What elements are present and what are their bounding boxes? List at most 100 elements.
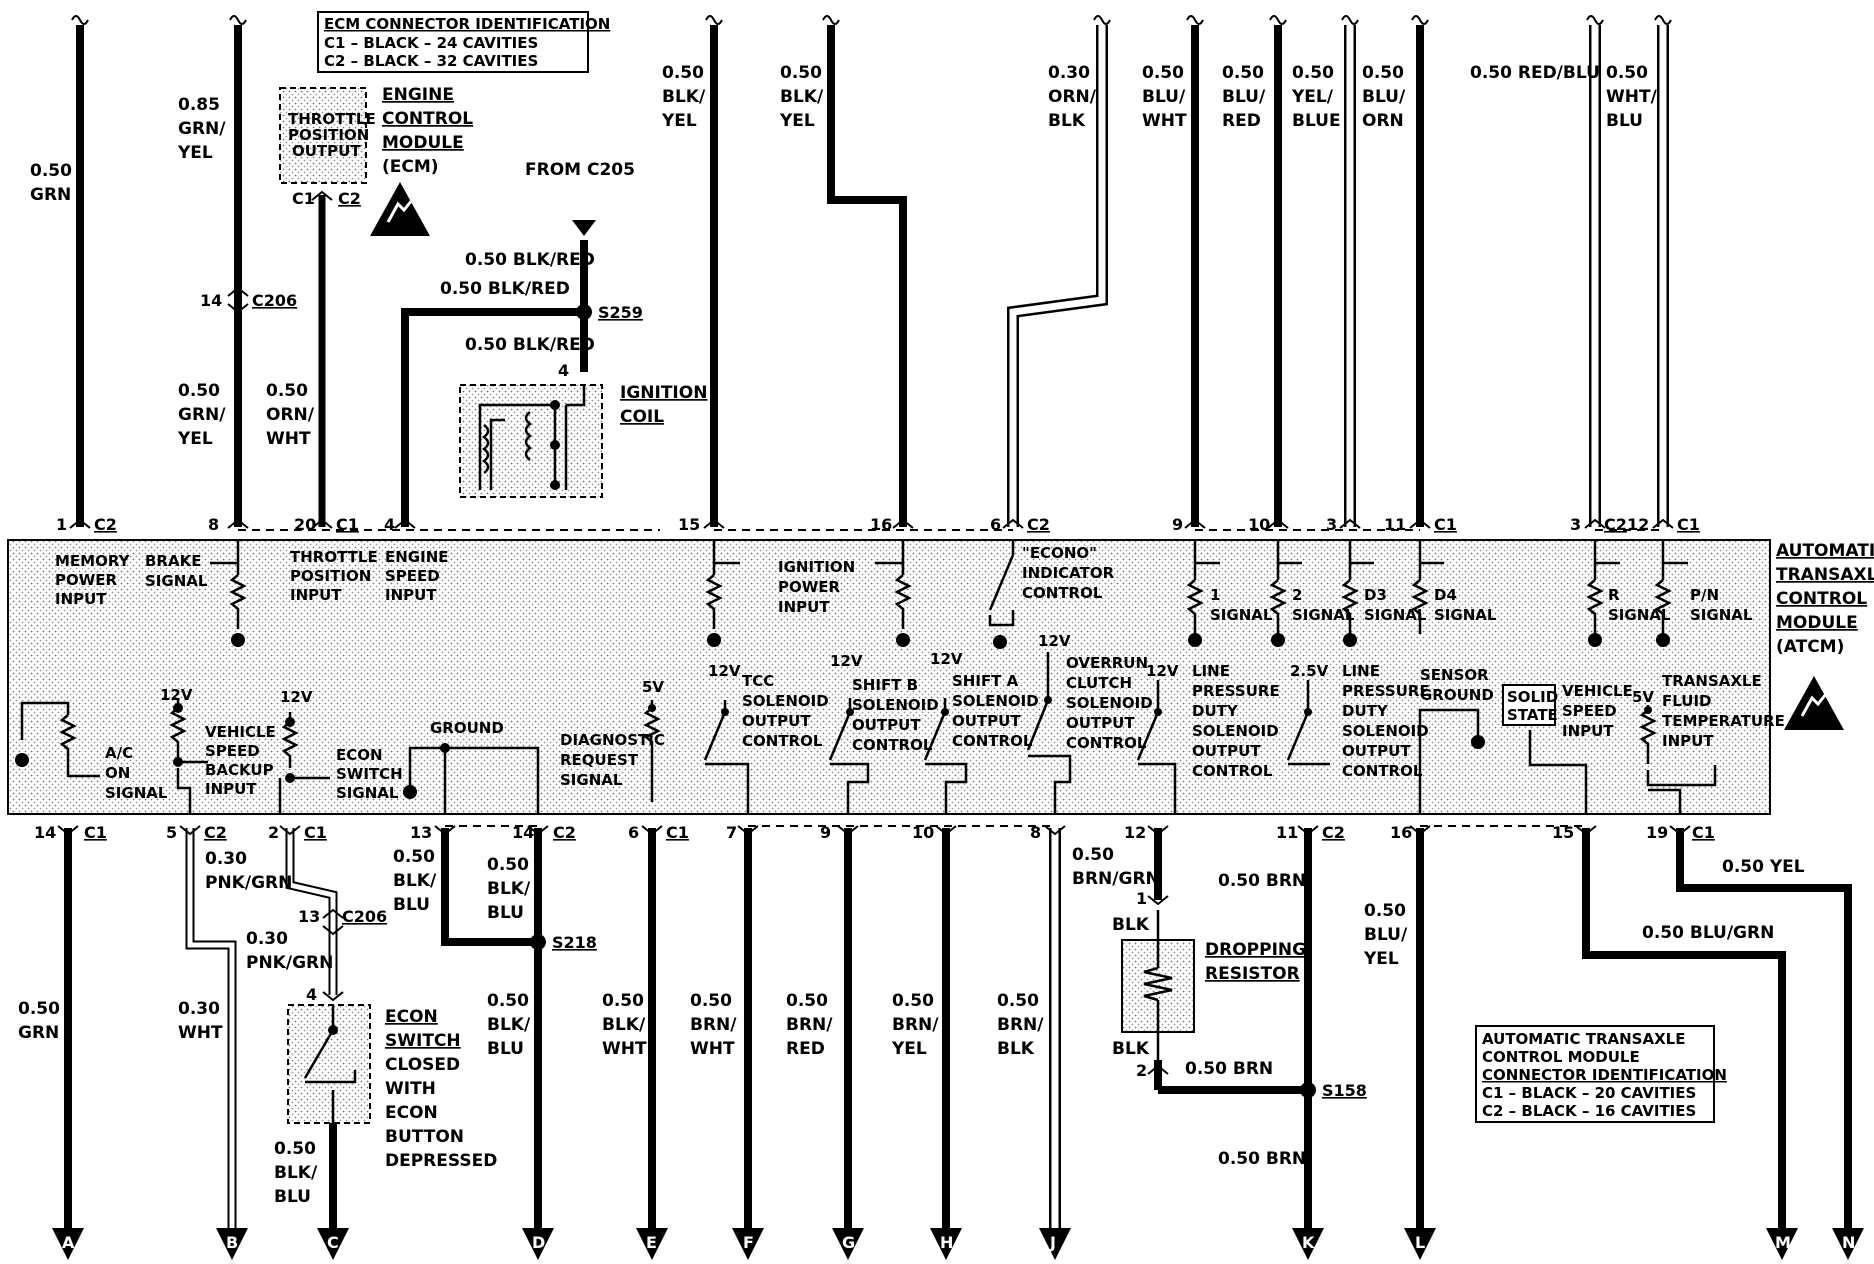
wire-15-color1: BLK/ <box>662 87 706 107</box>
svg-text:BLK: BLK <box>997 1039 1035 1059</box>
throttle-output-l2: POSITION <box>288 126 369 144</box>
svg-text:BRN/GRN: BRN/GRN <box>1072 869 1160 889</box>
svg-text:OUTPUT: OUTPUT <box>1066 714 1135 732</box>
svg-text:C1: C1 <box>84 823 107 842</box>
blkred-label-3: 0.50 BLK/RED <box>465 335 595 355</box>
c2-throttle-label: C2 <box>338 189 361 208</box>
svg-text:FLUID: FLUID <box>1662 692 1711 710</box>
bottom-connector-marks <box>57 825 1691 1075</box>
svg-text:PNK/GRN: PNK/GRN <box>205 873 292 893</box>
svg-text:1: 1 <box>1210 586 1220 604</box>
svg-text:0.50 BRN: 0.50 BRN <box>1218 1149 1306 1169</box>
svg-text:GROUND: GROUND <box>430 719 504 737</box>
svg-text:4: 4 <box>384 515 395 534</box>
coil-node-3 <box>550 480 560 490</box>
svg-text:0.50: 0.50 <box>487 855 529 875</box>
svg-text:20: 20 <box>294 515 316 534</box>
svg-text:0.50: 0.50 <box>786 991 828 1011</box>
ecm-l1: ENGINE <box>382 85 454 105</box>
svg-text:POWER: POWER <box>55 571 118 589</box>
wire-6-color1: ORN/ <box>1048 87 1097 107</box>
bottom-pin-numbers: 14 C1 5 C2 2 C1 13 14 C2 6 C1 7 9 10 8 1… <box>34 823 1715 1080</box>
svg-text:DUTY: DUTY <box>1342 702 1389 720</box>
wire-15-color2: YEL <box>661 111 697 131</box>
svg-text:P/N: P/N <box>1690 586 1719 604</box>
top-connector-marks <box>69 190 1674 529</box>
svg-text:5: 5 <box>166 823 177 842</box>
svg-text:BRN/: BRN/ <box>690 1015 737 1035</box>
svg-text:TEMPERATURE: TEMPERATURE <box>1662 712 1785 730</box>
svg-text:C2: C2 <box>1027 515 1050 534</box>
atcm-title-l3: CONTROL <box>1776 589 1867 609</box>
svg-text:GROUND: GROUND <box>1420 686 1494 704</box>
svg-text:12V: 12V <box>280 688 313 706</box>
svg-text:F: F <box>743 1233 754 1252</box>
econ-switch-box <box>287 1004 371 1124</box>
svg-text:OUTPUT: OUTPUT <box>742 712 811 730</box>
blkred-label-1: 0.50 BLK/RED <box>465 250 595 270</box>
svg-text:SOLENOID: SOLENOID <box>952 692 1039 710</box>
svg-text:12V: 12V <box>708 662 741 680</box>
svg-text:D4: D4 <box>1434 586 1457 604</box>
wire-12-color2: BLU <box>1606 111 1643 131</box>
svg-text:SIGNAL: SIGNAL <box>1434 606 1497 624</box>
svg-text:8: 8 <box>208 515 219 534</box>
svg-text:DEPRESSED: DEPRESSED <box>385 1151 497 1171</box>
wire-3a-size: 0.50 <box>1292 63 1334 83</box>
wire-8a-color2: YEL <box>177 143 213 163</box>
svg-text:0.50 BRN: 0.50 BRN <box>1218 871 1306 891</box>
svg-text:2: 2 <box>1136 1061 1147 1080</box>
svg-text:0.50: 0.50 <box>602 991 644 1011</box>
atcm-title-l2: TRANSAXLE <box>1776 565 1874 585</box>
svg-text:SHIFT B: SHIFT B <box>852 676 918 694</box>
svg-text:SHIFT A: SHIFT A <box>952 672 1019 690</box>
ecm-l4: (ECM) <box>382 157 439 177</box>
svg-text:BLU: BLU <box>274 1187 311 1207</box>
svg-text:OVERRUN: OVERRUN <box>1066 654 1148 672</box>
svg-text:SPEED: SPEED <box>1562 702 1617 720</box>
svg-text:INPUT: INPUT <box>1662 732 1714 750</box>
ignition-coil-box <box>459 384 603 498</box>
svg-text:2.5V: 2.5V <box>1290 662 1329 680</box>
svg-text:CONTROL: CONTROL <box>1342 762 1423 780</box>
svg-text:0.50 BRN: 0.50 BRN <box>1185 1059 1273 1079</box>
svg-text:BLK/: BLK/ <box>274 1163 318 1183</box>
svg-text:DIAGNOSTIC: DIAGNOSTIC <box>560 731 665 749</box>
wire-8b-color1: GRN/ <box>178 405 226 425</box>
svg-text:SIGNAL: SIGNAL <box>1210 606 1273 624</box>
svg-text:BLU: BLU <box>487 1039 524 1059</box>
wire-10-color1: BLU/ <box>1222 87 1266 107</box>
svg-text:LINE: LINE <box>1192 662 1230 680</box>
wire-3b-label: 0.50 RED/BLU <box>1470 63 1600 83</box>
svg-text:INPUT: INPUT <box>1562 722 1614 740</box>
from-c205-arrow-icon <box>572 220 596 236</box>
pin-4-coil: 4 <box>558 361 569 380</box>
svg-text:0.50: 0.50 <box>487 991 529 1011</box>
svg-text:J: J <box>1049 1233 1056 1252</box>
svg-text:SIGNAL: SIGNAL <box>336 784 399 802</box>
svg-text:WHT: WHT <box>690 1039 735 1059</box>
svg-text:THROTTLE: THROTTLE <box>290 548 378 566</box>
ecm-l2: CONTROL <box>382 109 473 129</box>
svg-text:REQUEST: REQUEST <box>560 751 639 769</box>
svg-text:BLK/: BLK/ <box>393 871 437 891</box>
svg-text:A/C: A/C <box>105 744 133 762</box>
atcm-title-l4: MODULE <box>1776 613 1858 633</box>
svg-text:BLK/: BLK/ <box>602 1015 646 1035</box>
wire-8b-color2: YEL <box>177 429 213 449</box>
esd-warning-icon-atcm <box>1784 676 1844 730</box>
svg-text:M: M <box>1775 1233 1791 1252</box>
svg-text:A: A <box>62 1233 75 1252</box>
svg-text:PRESSURE: PRESSURE <box>1342 682 1430 700</box>
top-wires <box>71 15 1672 531</box>
wire-3a-color1: YEL/ <box>1291 87 1334 107</box>
coil-node-2 <box>550 440 560 450</box>
svg-text:CONTROL: CONTROL <box>852 736 933 754</box>
wire-8a-size: 0.85 <box>178 95 220 115</box>
svg-text:R: R <box>1608 586 1620 604</box>
wire-1-size: 0.50 <box>30 161 72 181</box>
wire-20-color2: WHT <box>266 429 311 449</box>
dropping-resistor-symbol <box>1143 910 1173 1060</box>
wire-16-color2: YEL <box>779 111 815 131</box>
